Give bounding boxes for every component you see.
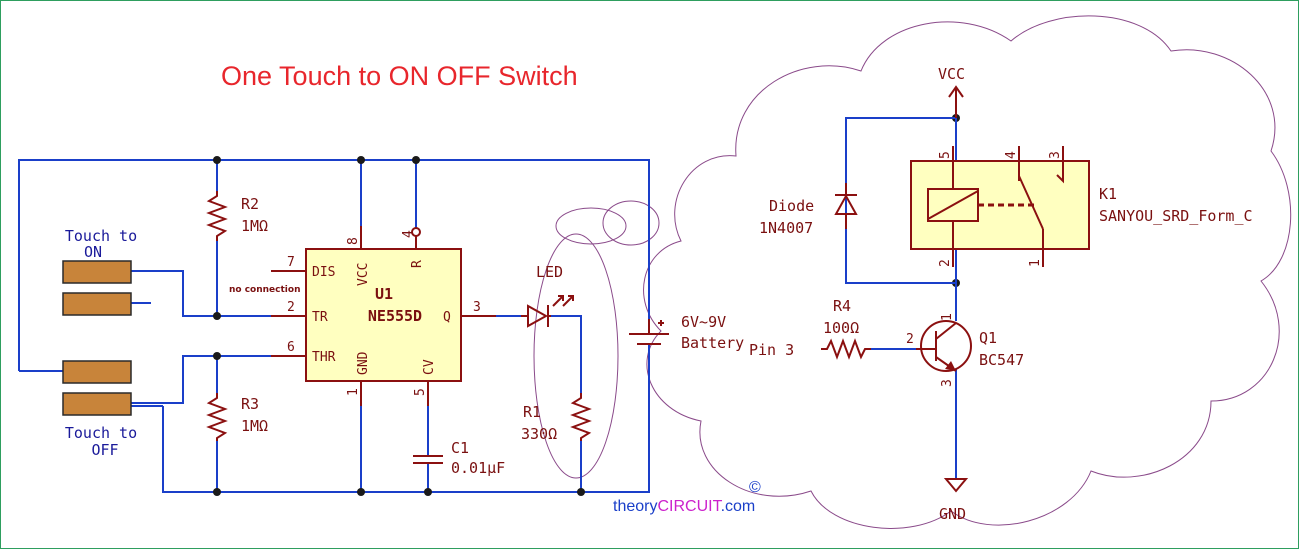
r1-ref: R1 — [523, 403, 541, 421]
q1-ref: Q1 — [979, 329, 997, 347]
q1-pin-base: 2 — [906, 332, 914, 347]
k1-part: SANYOU_SRD_Form_C — [1099, 207, 1253, 225]
pin-7-number: 7 — [287, 255, 295, 270]
pin-dis-label: DIS — [312, 265, 335, 280]
ic-ne555: DIS TR THR Q VCC R GND CV 7 2 6 3 8 4 1 … — [229, 226, 496, 406]
pin-1-number: 1 — [346, 388, 361, 396]
pin-4-number: 4 — [401, 230, 416, 238]
touch-on-pads: Touch to ON — [62, 227, 137, 316]
battery-label: Battery — [681, 334, 744, 352]
watermark-text: theoryCIRCUIT.com — [613, 498, 755, 515]
battery-voltage: 6V~9V — [681, 313, 726, 331]
watermark: © theoryCIRCUIT.com — [613, 479, 761, 515]
led-d1: LED — [521, 263, 574, 328]
k1-pin2: 2 — [938, 259, 953, 267]
r1-value: 330Ω — [521, 425, 557, 443]
r2-value: 1MΩ — [241, 217, 268, 235]
pin-6-number: 6 — [287, 340, 295, 355]
r3-ref: R3 — [241, 395, 259, 413]
k1-pin4: 4 — [1004, 151, 1019, 159]
r4-input-label: Pin 3 — [749, 341, 794, 359]
q1-pin-collector: 1 — [940, 313, 955, 321]
led-ref: LED — [536, 263, 563, 281]
k1-pin5: 5 — [938, 151, 953, 159]
touch-on-line1: Touch to — [65, 227, 137, 245]
diode-part: 1N4007 — [759, 219, 813, 237]
resistor-r1: R1 330Ω — [521, 393, 592, 443]
pin-r-label: R — [410, 260, 425, 268]
pin-vcc-label: VCC — [356, 263, 371, 286]
watermark-brand: CIRCUIT — [657, 498, 722, 515]
q1-pin-emitter: 3 — [940, 379, 955, 387]
pin-8-number: 8 — [346, 237, 361, 245]
u1-ref: U1 — [375, 285, 393, 303]
touch-off-pads: Touch to OFF — [62, 360, 137, 459]
transistor-q1: 2 1 3 Q1 BC547 — [906, 313, 1024, 387]
resistor-r2: R2 1MΩ — [206, 191, 268, 241]
pin-thr-label: THR — [312, 350, 336, 365]
q1-part: BC547 — [979, 351, 1024, 369]
k1-pin1: 1 — [1028, 259, 1043, 267]
diode-1n4007: Diode 1N4007 — [759, 183, 858, 237]
resistor-r4: Pin 3 R4 100Ω — [749, 297, 871, 360]
pin-3-number: 3 — [473, 300, 481, 315]
resistor-r3: R3 1MΩ — [206, 393, 268, 441]
touch-off-line2: OFF — [91, 441, 118, 459]
k1-pin3: 3 — [1048, 151, 1063, 159]
battery: 6V~9V Battery — [629, 313, 744, 352]
pin-tr-label: TR — [312, 310, 328, 325]
touch-off-line1: Touch to — [65, 424, 137, 442]
r4-ref: R4 — [833, 297, 851, 315]
pin-gnd-label: GND — [356, 351, 371, 375]
relay-k1: 5 4 3 2 1 K1 SANYOU_SRD_Form_C — [910, 146, 1253, 267]
diagram-title: One Touch to ON OFF Switch — [221, 61, 578, 91]
vcc-label: VCC — [938, 65, 965, 83]
k1-ref: K1 — [1099, 185, 1117, 203]
junction-dots — [213, 114, 960, 496]
c1-ref: C1 — [451, 439, 469, 457]
watermark-prefix: theory — [613, 498, 657, 515]
wires-555-section — [18, 159, 650, 493]
watermark-suffix: .com — [721, 498, 756, 515]
pin-q-label: Q — [443, 310, 451, 325]
relay-section-cloud — [533, 15, 1292, 529]
diode-ref: Diode — [769, 197, 814, 215]
pin-5-number: 5 — [413, 388, 428, 396]
pin-cv-label: CV — [422, 359, 437, 375]
c1-value: 0.01µF — [451, 459, 505, 477]
u1-part: NE555D — [368, 307, 422, 325]
vcc-arrow: VCC — [938, 65, 965, 118]
gnd-symbol: GND — [939, 478, 969, 523]
wires-relay-section — [845, 88, 957, 479]
pin-2-number: 2 — [287, 300, 295, 315]
capacitor-c1: C1 0.01µF — [413, 439, 505, 477]
r3-value: 1MΩ — [241, 417, 268, 435]
copyright-symbol: © — [749, 479, 761, 496]
gnd-label: GND — [939, 505, 966, 523]
no-connection-note: no connection — [229, 285, 300, 295]
touch-on-line2: ON — [84, 243, 102, 261]
r4-value: 100Ω — [823, 319, 859, 337]
r2-ref: R2 — [241, 195, 259, 213]
